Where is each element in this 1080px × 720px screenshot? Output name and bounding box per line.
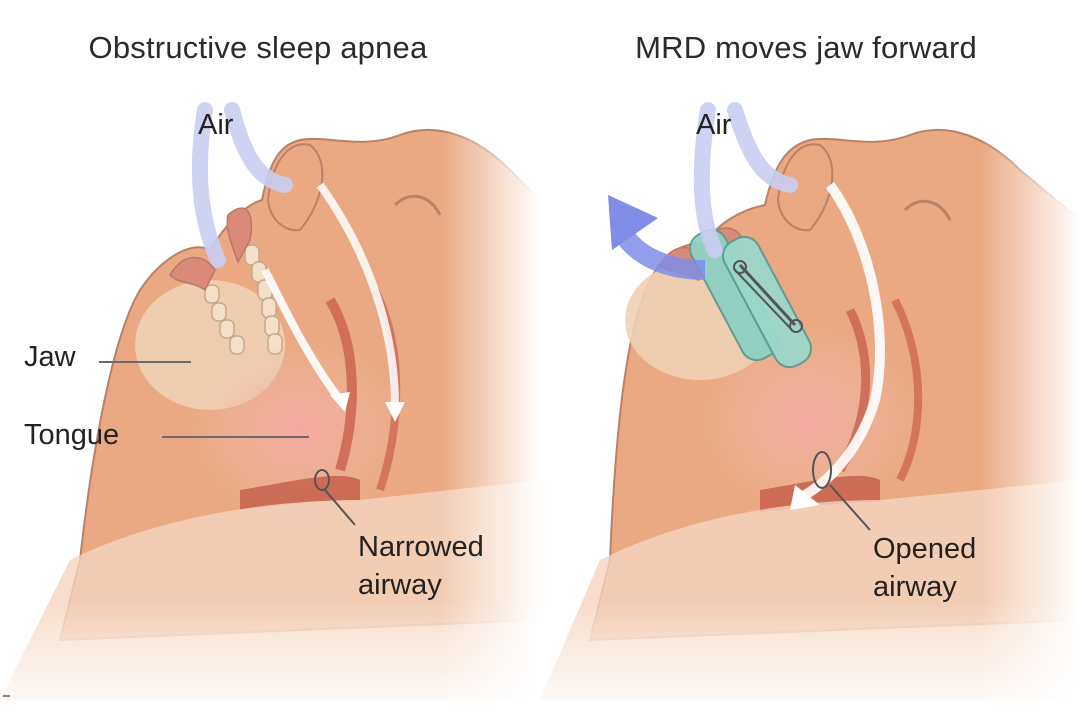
air-stream-nose <box>224 102 293 193</box>
label-narrowed: Narrowed <box>358 531 484 563</box>
jaw-forward-arrow-icon <box>608 195 658 250</box>
label-jaw: Jaw <box>24 341 76 373</box>
narrowing-marker-icon <box>314 469 330 491</box>
osa-head-illustration <box>0 100 540 720</box>
tongue-leader-line <box>162 436 309 438</box>
jaw-leader-line <box>99 361 191 363</box>
air-stream-nose <box>727 102 798 193</box>
label-airway: airway <box>358 569 442 601</box>
flow-arrow-icon <box>790 485 820 510</box>
open-airway-marker-icon <box>812 451 832 489</box>
air-stream-mouth <box>693 102 723 258</box>
corner-mark <box>3 695 10 697</box>
air-stream-mouth <box>191 102 226 268</box>
mrd-head-illustration <box>540 100 1080 720</box>
panel-obstructive-sleep-apnea: Obstructive sleep apnea <box>0 30 540 720</box>
panel-title: MRD moves jaw forward <box>635 30 977 65</box>
mrd-device-icon <box>688 228 813 369</box>
label-tongue: Tongue <box>24 419 120 451</box>
panel-mrd-moves-jaw-forward: MRD moves jaw forward <box>540 0 1080 720</box>
panel-title: Obstructive sleep apnea <box>88 30 428 65</box>
label-air: Air <box>696 109 732 141</box>
label-opened: Opened <box>873 533 977 565</box>
label-airway: airway <box>873 571 957 603</box>
label-air: Air <box>198 109 234 141</box>
flow-arrow-icon <box>385 402 405 422</box>
flow-arrow-icon <box>330 392 350 412</box>
